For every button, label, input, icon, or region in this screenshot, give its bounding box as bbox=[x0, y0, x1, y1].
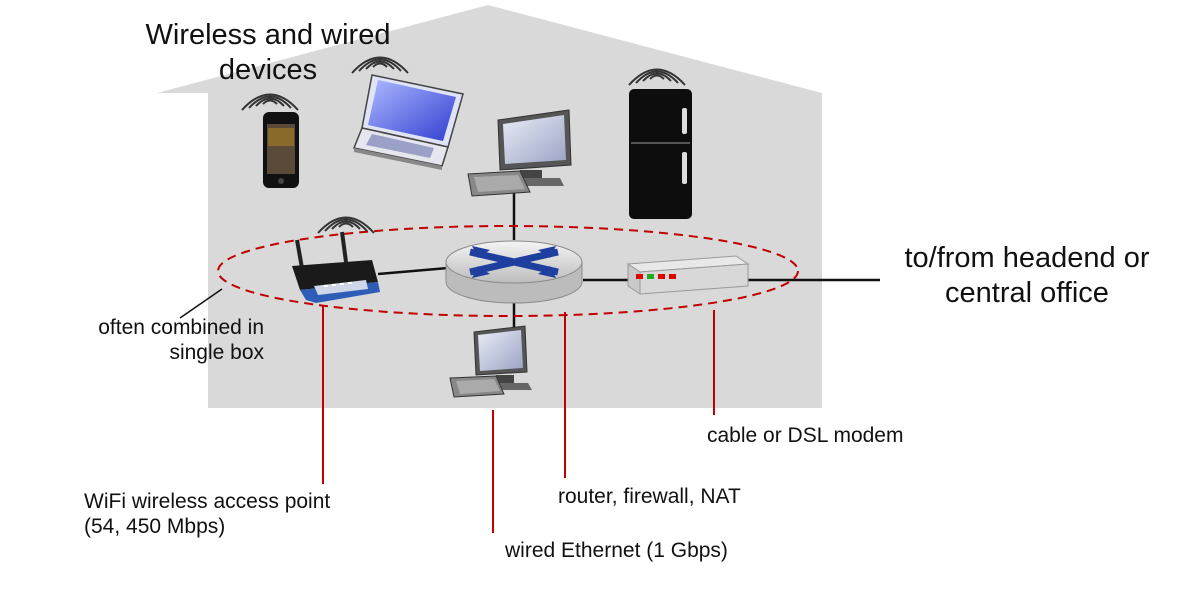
wired-ethernet-label: wired Ethernet (1 Gbps) bbox=[505, 539, 728, 562]
modem-led bbox=[658, 274, 665, 279]
modem-label: cable or DSL modem bbox=[707, 424, 904, 447]
combined-box-ellipse bbox=[217, 225, 799, 317]
modem-led bbox=[669, 274, 676, 279]
desktop-computer-icon bbox=[467, 109, 572, 197]
cable-modem-icon bbox=[626, 255, 750, 295]
router-icon bbox=[445, 240, 583, 304]
wifi-access-point-label: WiFi wireless access point (54, 450 Mbps… bbox=[84, 490, 331, 539]
callout-lines bbox=[322, 306, 715, 533]
combined-note-pointer bbox=[179, 288, 223, 319]
combined-note: often combined in single box bbox=[98, 316, 264, 365]
desktop-computer-icon bbox=[449, 325, 532, 398]
uplink-label: to/from headend or central office bbox=[904, 242, 1150, 309]
wifi-access-point-icon bbox=[292, 216, 380, 303]
modem-led bbox=[647, 274, 654, 279]
router-label: router, firewall, NAT bbox=[558, 485, 741, 508]
refrigerator-icon bbox=[628, 68, 692, 219]
diagram-title: Wireless and wired devices bbox=[145, 19, 391, 86]
modem-led bbox=[636, 274, 643, 279]
smartphone-icon bbox=[241, 93, 299, 188]
laptop-icon bbox=[351, 56, 464, 170]
